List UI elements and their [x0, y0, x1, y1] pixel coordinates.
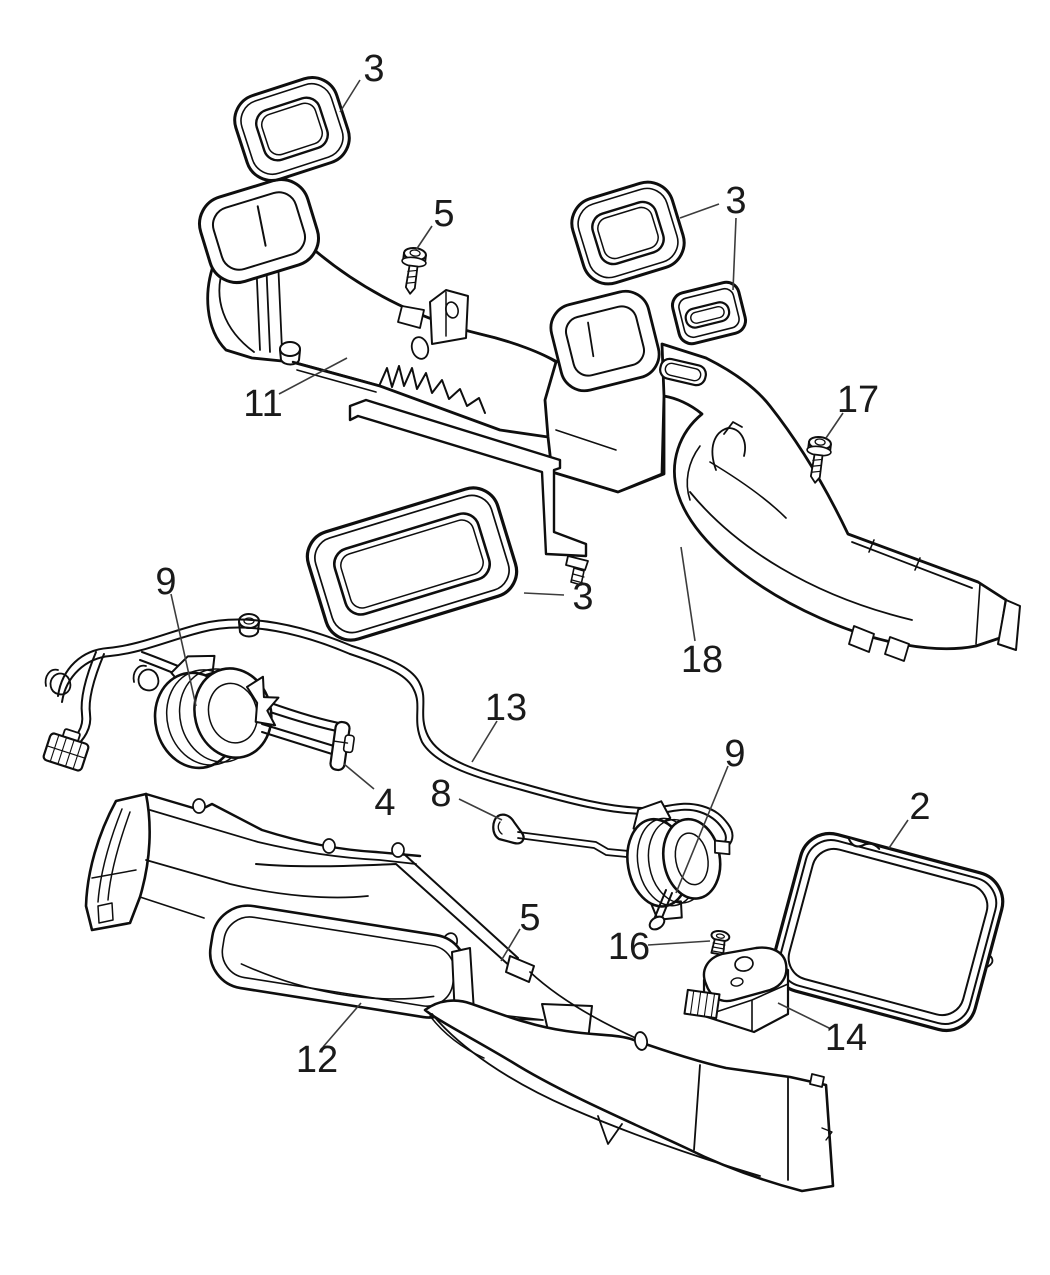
- defroster-duct-assembly: [198, 178, 1021, 662]
- leader-5-upper: [415, 225, 433, 251]
- defroster-outlet-gasket-left: [233, 76, 351, 182]
- callout-8[interactable]: 8: [430, 773, 451, 815]
- center-outlet-gasket-large: [305, 486, 519, 642]
- diagram-artwork: [42, 76, 1021, 1193]
- leader-9-left: [170, 593, 197, 707]
- callout-labels: 3 5 3 17 11 3 18 9 13 4 8 9 2 5 16 14 12: [155, 48, 930, 1081]
- callout-17[interactable]: 17: [837, 379, 879, 421]
- leader-13: [471, 720, 498, 763]
- leader-11: [278, 357, 348, 395]
- callout-5-upper[interactable]: 5: [433, 193, 454, 235]
- leader-14: [777, 1002, 830, 1029]
- duct-demister-slot: [659, 357, 707, 387]
- callout-3-center[interactable]: 3: [572, 576, 593, 618]
- harness-wrap: [132, 664, 160, 692]
- duct-left-opening: [198, 178, 320, 284]
- callout-16[interactable]: 16: [608, 926, 650, 968]
- floor-duct: [423, 999, 835, 1193]
- callout-14[interactable]: 14: [825, 1017, 867, 1059]
- leader-3-top-right-a: [679, 203, 720, 219]
- mounting-screw-upper: [401, 246, 427, 295]
- harness-connector: [42, 728, 90, 772]
- callout-11[interactable]: 11: [243, 383, 282, 425]
- vacuum-actuator-left: [153, 654, 335, 770]
- leader-4: [343, 763, 375, 790]
- callout-3-top-right[interactable]: 3: [725, 180, 746, 222]
- vacuum-actuator-right: [626, 800, 731, 931]
- callout-2[interactable]: 2: [909, 786, 930, 828]
- door-actuator-motor: [683, 946, 790, 1034]
- leader-3-top-right-b: [732, 217, 737, 291]
- unit-to-dash-seal: [771, 831, 1005, 1033]
- leader-17: [825, 412, 844, 439]
- leader-8: [458, 798, 503, 821]
- harness-wrap: [44, 668, 72, 696]
- mounting-screw-right: [806, 435, 832, 484]
- push-pin-clip: [710, 929, 731, 956]
- leader-18: [680, 546, 696, 642]
- motor-connector: [683, 988, 721, 1020]
- leader-12: [322, 1002, 362, 1048]
- callout-13[interactable]: 13: [485, 687, 527, 729]
- callout-3-top-left[interactable]: 3: [363, 48, 384, 90]
- actuator-arm-clip: [329, 720, 355, 772]
- callout-18[interactable]: 18: [681, 639, 723, 681]
- duct-center-opening: [549, 289, 661, 393]
- vacuum-harness-line: [349, 645, 734, 847]
- callout-12[interactable]: 12: [296, 1039, 338, 1081]
- heater-ac-housing-lower: [84, 792, 641, 1049]
- duct-strap-bracket: [348, 398, 588, 558]
- callout-9-left[interactable]: 9: [155, 561, 176, 603]
- callout-leader-lines: [170, 79, 909, 1048]
- cap-nut: [238, 613, 260, 638]
- demister-outlet-gasket-small: [670, 280, 748, 346]
- leader-2: [888, 819, 909, 849]
- leader-16: [647, 940, 711, 946]
- callout-9-right[interactable]: 9: [724, 733, 745, 775]
- duct-ribs: [379, 365, 486, 414]
- callout-5-lower[interactable]: 5: [519, 897, 540, 939]
- leader-3-center: [523, 592, 565, 596]
- leader-9-right: [675, 765, 729, 894]
- leader-5-lower: [500, 928, 521, 962]
- defroster-outlet-gasket-right: [570, 180, 686, 286]
- leader-3-top-left: [339, 79, 361, 113]
- callout-4[interactable]: 4: [374, 782, 395, 824]
